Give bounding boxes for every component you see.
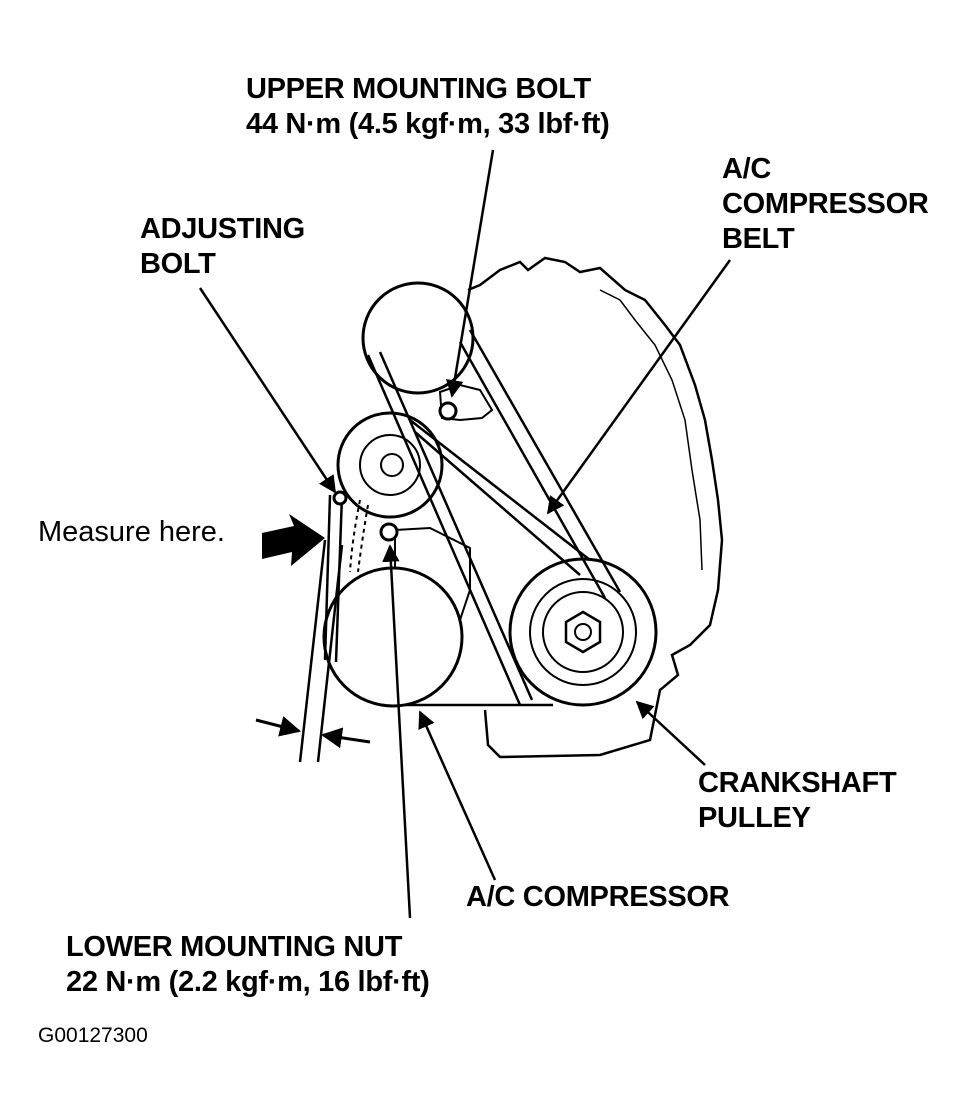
upper-mounting-bolt-name: UPPER MOUNTING BOLT [246,73,591,105]
lower-mounting-nut-name: LOWER MOUNTING NUT [66,931,403,963]
ac-compressor-belt-label: A/C COMPRESSOR BELT [722,152,929,257]
ac-compressor-label: A/C COMPRESSOR [466,881,730,913]
crankshaft-pulley-inner [542,591,624,673]
crankshaft-pulley-label: CRANKSHAFT PULLEY [698,766,897,836]
deflection-arrow-left [255,716,302,737]
ac-compressor-pulley [322,566,464,708]
crankshaft-bolt-hex [564,610,602,654]
upper-mounting-bolt-mark [438,401,458,421]
engine-block-inner-contour [599,289,703,571]
ac-compressor-belt-line1: A/C [722,153,772,185]
belt-deflection-guide [349,499,369,573]
idler-pulley-hub [380,453,404,477]
leader-crankshaft-pulley [635,700,706,766]
figure-id: G00127300 [38,1024,148,1047]
ac-compressor-belt-line2: COMPRESSOR [722,188,929,220]
idler-pulley-inner-ring [359,434,421,496]
leader-ac-compressor [418,710,497,881]
adjusting-bolt-line2: BOLT [140,248,216,280]
leader-upper-mounting-bolt [445,149,495,398]
adjusting-bolt-label: ADJUSTING BOLT [140,212,305,282]
accessory-belt [366,329,622,706]
lower-mounting-nut-torque: 22 N·m (2.2 kgf·m, 16 lbf·ft) [66,966,430,998]
crankshaft-bolt-center [574,623,592,641]
crankshaft-pulley-mid [529,578,637,686]
crankshaft-pulley-line2: PULLEY [698,802,811,834]
leader-lower-mounting-nut [382,544,412,919]
measurement-line-left [298,539,327,763]
ac-compressor-belt-loop [409,419,591,576]
adjusting-bolt-mark [332,490,348,506]
lower-mounting-nut-mark [379,522,399,542]
upper-pulley [361,281,475,395]
upper-mounting-bolt-label: UPPER MOUNTING BOLT 44 N·m (4.5 kgf·m, 3… [246,72,610,142]
adjusting-bolt-line1: ADJUSTING [140,213,305,245]
deflection-arrow-right [320,727,371,749]
lower-mounting-nut-label: LOWER MOUNTING NUT 22 N·m (2.2 kgf·m, 16… [66,930,430,1000]
measure-here-label: Measure here. [38,516,225,548]
measure-here-arrow [262,514,325,566]
measurement-line-right [316,544,344,763]
crankshaft-pulley-line1: CRANKSHAFT [698,767,897,799]
leader-adjusting-bolt [198,287,337,494]
upper-mounting-bolt-torque: 44 N·m (4.5 kgf·m, 33 lbf·ft) [246,108,610,140]
leader-ac-compressor-belt [546,259,732,515]
ac-compressor-belt-line3: BELT [722,223,795,255]
